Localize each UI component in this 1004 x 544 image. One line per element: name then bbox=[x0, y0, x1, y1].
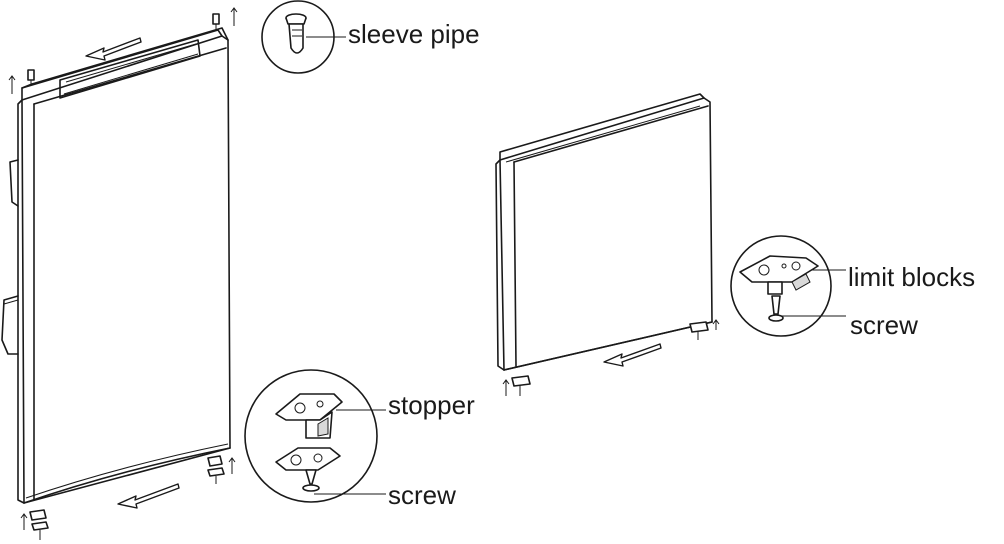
arrow-right-door bbox=[603, 343, 662, 367]
limit-blocks-label: limit blocks bbox=[848, 262, 975, 292]
right-door-hardware bbox=[502, 319, 720, 396]
left-door-bottom-hardware bbox=[20, 455, 236, 540]
left-door-top-hardware bbox=[8, 7, 238, 94]
stopper-callout bbox=[244, 369, 386, 503]
sleeve-pipe-callout bbox=[261, 0, 346, 74]
arrow-bottom-left bbox=[117, 483, 180, 509]
screw-label-left: screw bbox=[388, 480, 456, 510]
screw-label-right: screw bbox=[850, 310, 918, 340]
limit-blocks-callout bbox=[730, 235, 846, 337]
arrow-top-left bbox=[85, 37, 142, 61]
right-door bbox=[495, 93, 713, 371]
left-door bbox=[1, 27, 231, 504]
stopper-label: stopper bbox=[388, 390, 475, 420]
sleeve-pipe-label: sleeve pipe bbox=[348, 19, 480, 49]
